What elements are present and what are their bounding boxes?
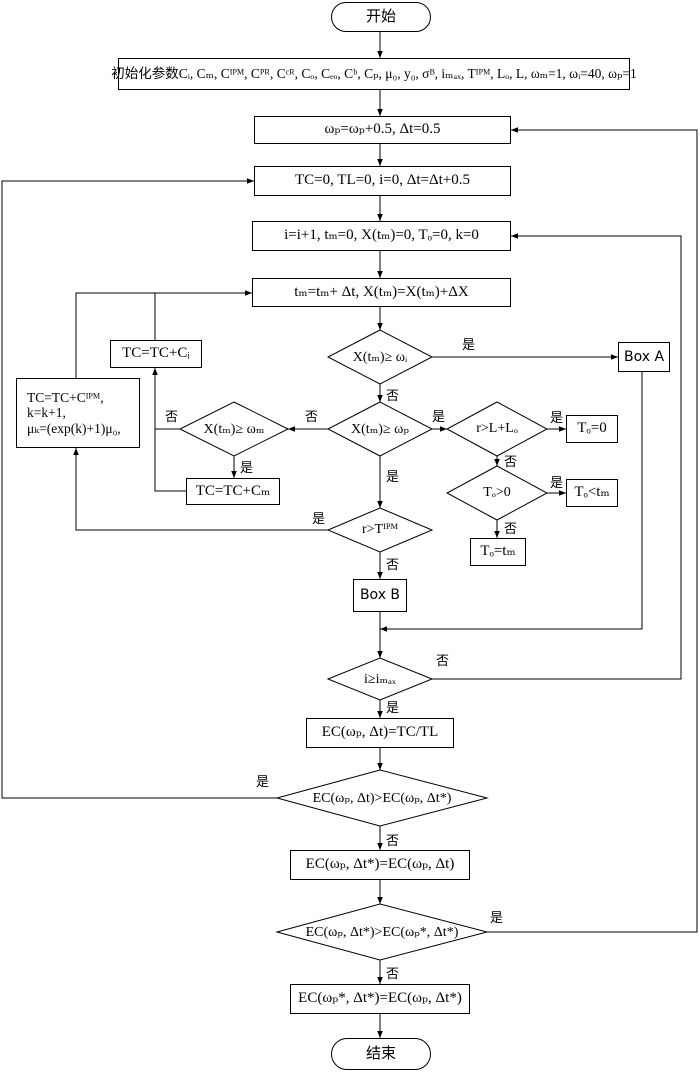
decision-ec-compare2: EC(ωₚ, Δt*)>EC(ωₚ*, Δt*) xyxy=(305,924,459,940)
ec-assign1-box: EC(ωₚ, Δt*)=EC(ωₚ, Δt) xyxy=(290,850,470,880)
init-params-box: 初始化参数Cᵢ, Cₘ, Cᴵᴾᴹ, Cᴾᴿ, Cᶜᴿ, Cₒ, Cₑₒ, Cᵇ… xyxy=(111,58,637,90)
decision-ec-compare1: EC(ωₚ, Δt)>EC(ωₚ, Δt*) xyxy=(312,790,452,806)
tc-plus-cm-box: TC=TC+Cₘ xyxy=(186,478,280,505)
label-rl-no: 否 xyxy=(504,455,518,470)
label-ec2-no: 否 xyxy=(386,967,400,982)
start-terminal: 开始 xyxy=(331,2,431,32)
label-xm-yes: 是 xyxy=(240,461,254,476)
label-ec1-no: 否 xyxy=(386,834,400,849)
label-to-no: 否 xyxy=(504,522,518,537)
ec-assign2-box: EC(ωₚ*, Δt*)=EC(ωₚ, Δt*) xyxy=(290,984,470,1014)
label-rt-yes: 是 xyxy=(312,512,326,527)
t-increment-box: tₘ=tₘ+ Δt, X(tₘ)=X(tₘ)+ΔX xyxy=(252,278,511,307)
label-xp-yes-down: 是 xyxy=(386,470,400,485)
decision-i-ge-imax: i≥iₘₐₓ xyxy=(364,671,396,687)
label-imax-yes: 是 xyxy=(386,701,400,716)
label-imax-no: 否 xyxy=(436,654,450,669)
decision-r-gt-l-lo: r>L+Lₒ xyxy=(476,421,518,436)
label-rt-no: 否 xyxy=(386,558,400,573)
label-to-yes: 是 xyxy=(550,476,564,491)
decision-x-ge-wp: X(tₘ)≥ ωₚ xyxy=(351,421,409,437)
box-b: Box B xyxy=(353,579,407,612)
label-xm-no: 否 xyxy=(165,410,179,425)
omega-update-box: ωₚ=ωₚ+0.5, Δt=0.5 xyxy=(254,116,511,144)
ec-calc-box: EC(ωₚ, Δt)=TC/TL xyxy=(306,718,454,748)
label-rl-yes: 是 xyxy=(550,411,564,426)
decision-x-ge-wm: X(tₘ)≥ ωₘ xyxy=(203,421,265,437)
tc-reset-box: TC=0, TL=0, i=0, Δt=Δt+0.5 xyxy=(254,166,511,196)
label-ec2-yes: 是 xyxy=(490,911,504,926)
to-eq-tm-box: Tₒ=tₘ xyxy=(470,538,526,566)
decision-r-gt-tipm: r>Tᴵᴾᴹ xyxy=(361,522,399,537)
label-xp-no: 否 xyxy=(305,410,319,425)
tc-plus-cipm-box: TC=TC+Cᴵᴾᴹ, k=k+1, μₖ=(exp(k)+1)μ₀, xyxy=(16,378,140,448)
label-ec1-yes: 是 xyxy=(256,775,270,790)
decision-x-ge-wi: X(tₘ)≥ ωᵢ xyxy=(352,349,408,365)
box-a: Box A xyxy=(618,342,670,372)
decision-to-gt-0: Tₒ>0 xyxy=(483,485,511,500)
label-xi-no: 否 xyxy=(386,389,400,404)
end-terminal: 结束 xyxy=(331,1038,431,1070)
to-zero-box: Tₒ=0 xyxy=(566,415,618,443)
label-xi-yes: 是 xyxy=(462,338,476,353)
label-xp-yes: 是 xyxy=(432,410,446,425)
tc-plus-ci-box: TC=TC+Cᵢ xyxy=(110,340,202,368)
to-lt-tm-box: Tₒ<tₘ xyxy=(566,479,618,507)
i-increment-box: i=i+1, tₘ=0, X(tₘ)=0, Tₒ=0, k=0 xyxy=(252,221,511,251)
